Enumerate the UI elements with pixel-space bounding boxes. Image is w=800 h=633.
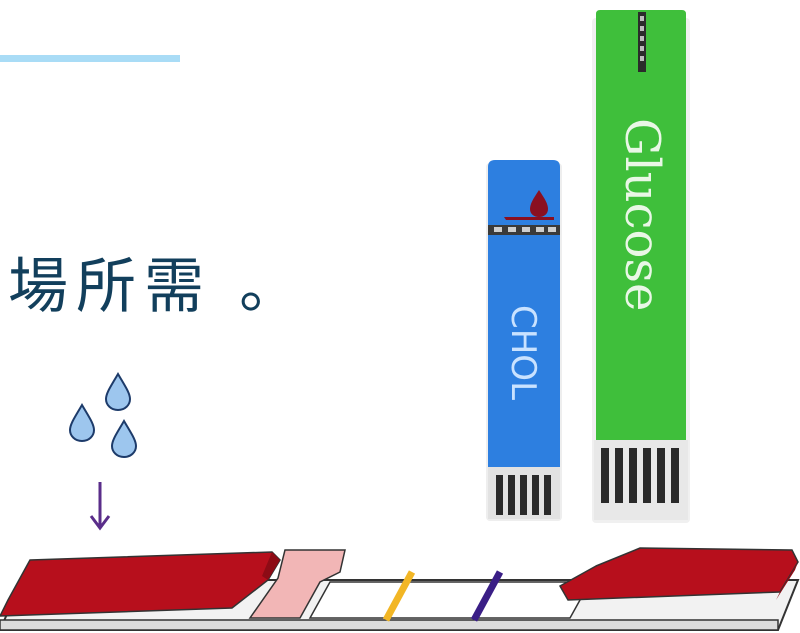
water-drops [68,372,138,459]
test-line-yellow [382,570,416,622]
water-drop-icon [110,419,138,459]
glucose-strip: Glucose [592,10,690,523]
down-arrow-icon [89,482,111,531]
water-drop-icon [104,372,132,412]
test-line-purple [470,570,504,622]
chol-label: CHOL [503,305,543,400]
chol-strip: CHOL [486,160,562,521]
test-strip [0,547,800,631]
water-drop-icon [68,403,96,443]
glucose-label: Glucose [614,118,670,311]
blood-drop-icon [530,190,548,217]
accent-bar [0,55,180,62]
caption-text: 場所需 。 [8,252,308,322]
